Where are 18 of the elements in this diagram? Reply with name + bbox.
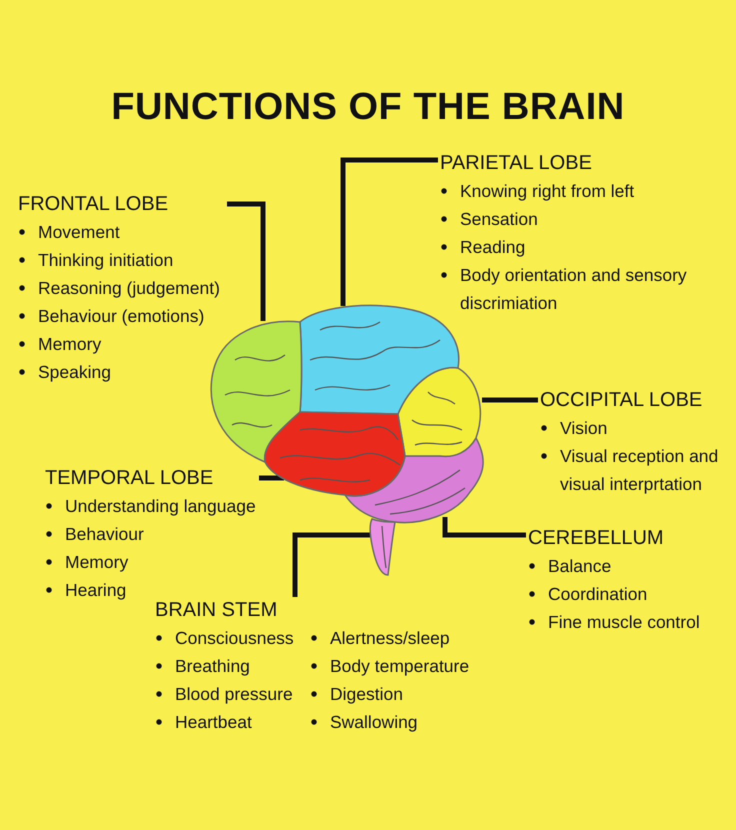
leader-line xyxy=(259,476,284,480)
leader-line xyxy=(482,398,538,402)
leader-line xyxy=(442,517,526,538)
brain-region-drawing xyxy=(344,437,484,524)
brain-region-drawing xyxy=(210,320,302,463)
brain-region-drawing xyxy=(369,518,396,576)
brain-region-drawing xyxy=(264,411,406,497)
leader-line xyxy=(340,158,438,306)
lobe-heading: FRONTAL LOBE xyxy=(18,192,168,217)
title: FUNCTIONS OF THE BRAIN xyxy=(110,86,626,129)
lobe-heading: TEMPORAL LOBE xyxy=(45,466,214,491)
lobe-heading: PARIETAL LOBE xyxy=(440,151,592,176)
brain-region-drawing xyxy=(299,304,460,415)
lobe-heading: OCCIPITAL LOBE xyxy=(540,388,702,413)
brain-region-drawing xyxy=(397,366,481,458)
leader-line xyxy=(292,532,371,597)
lobe-heading: CEREBELLUM xyxy=(528,526,664,551)
leader-line xyxy=(227,202,266,321)
